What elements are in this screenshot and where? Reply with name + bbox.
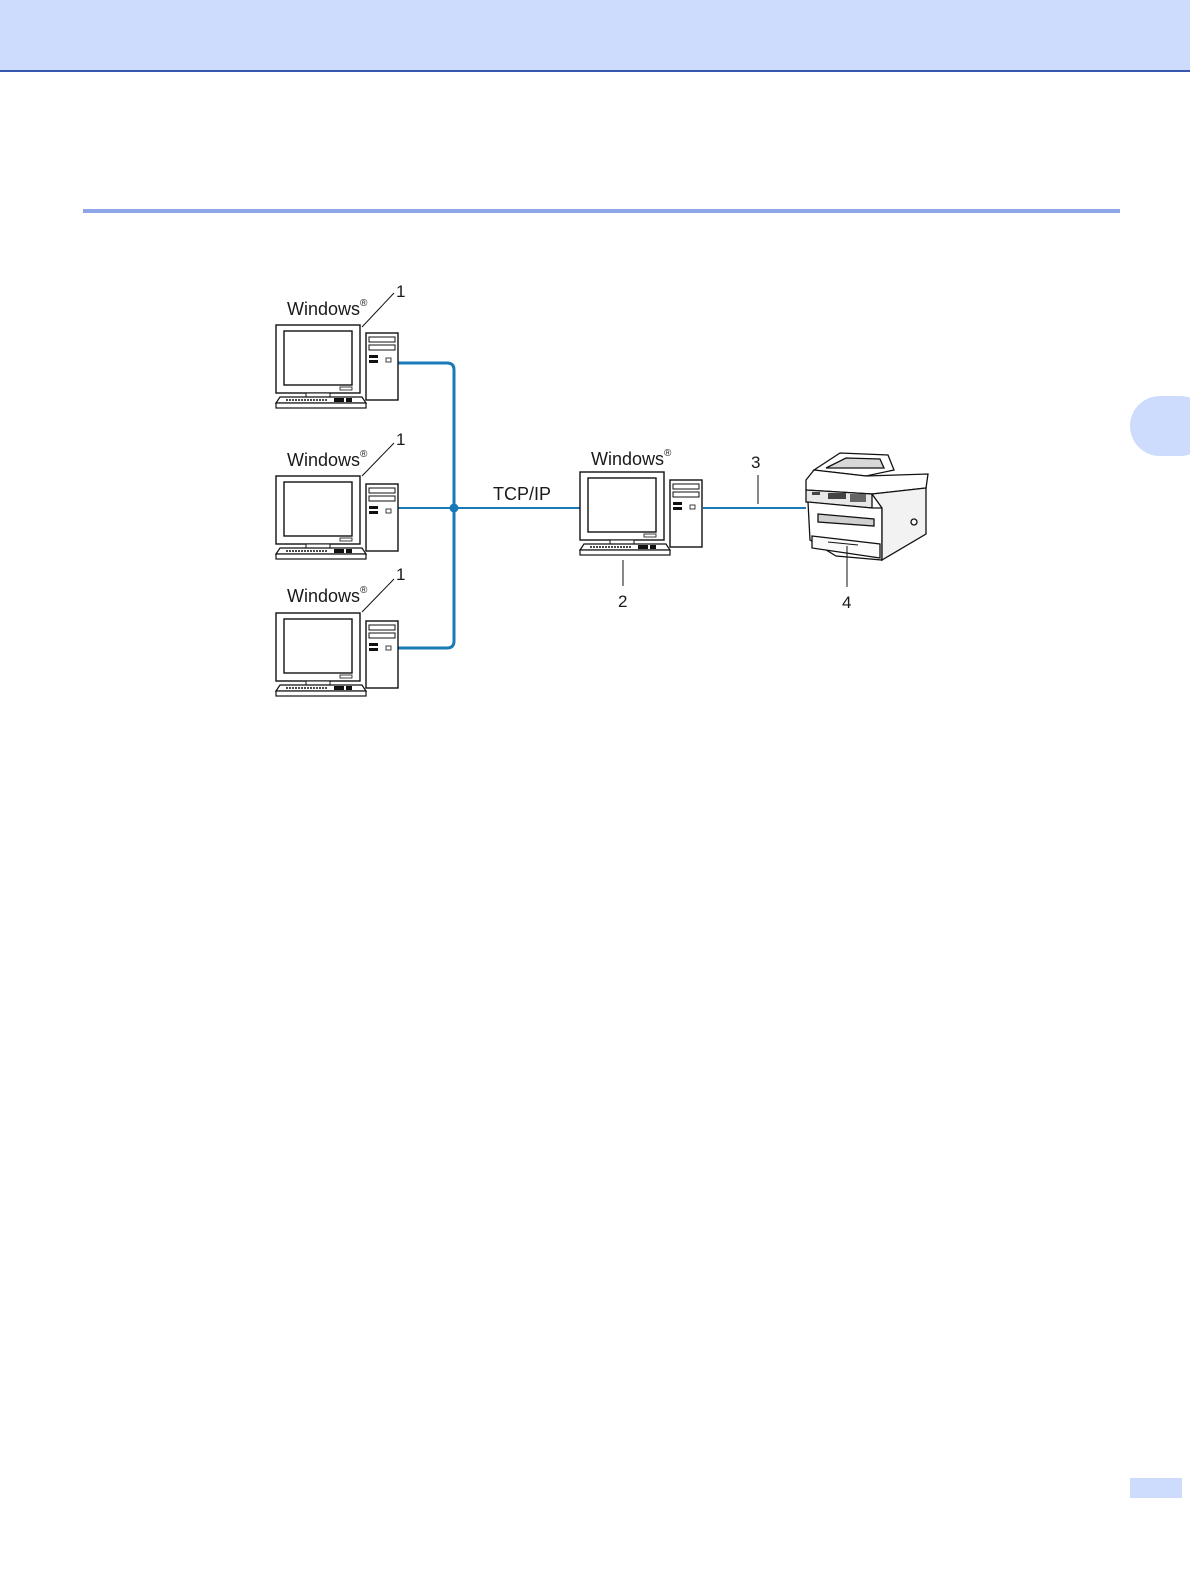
server-computer: Windows ® 2	[580, 448, 702, 611]
client-2-os-label: Windows	[287, 450, 360, 470]
protocol-label: TCP/IP	[493, 484, 551, 504]
client-computer-1: Windows ® 1	[276, 282, 405, 408]
client-1-registered-mark: ®	[360, 298, 368, 309]
client-2-callout: 1	[396, 430, 405, 449]
client-computer-2: Windows ® 1	[276, 430, 405, 559]
cable-callout-group: 3	[751, 453, 760, 504]
server-registered-mark: ®	[664, 448, 672, 459]
server-os-label: Windows	[591, 449, 664, 469]
client-computer-3: Windows ® 1	[276, 565, 405, 696]
printer-callout: 4	[842, 593, 851, 612]
client-3-os-label: Windows	[287, 586, 360, 606]
client-3-callout: 1	[396, 565, 405, 584]
client-3-registered-mark: ®	[360, 585, 368, 596]
server-callout: 2	[618, 592, 627, 611]
cable-callout: 3	[751, 453, 760, 472]
printer-device	[806, 453, 928, 560]
client-2-registered-mark: ®	[360, 449, 368, 460]
client-1-os-label: Windows	[287, 299, 360, 319]
client-1-callout: 1	[396, 282, 405, 301]
